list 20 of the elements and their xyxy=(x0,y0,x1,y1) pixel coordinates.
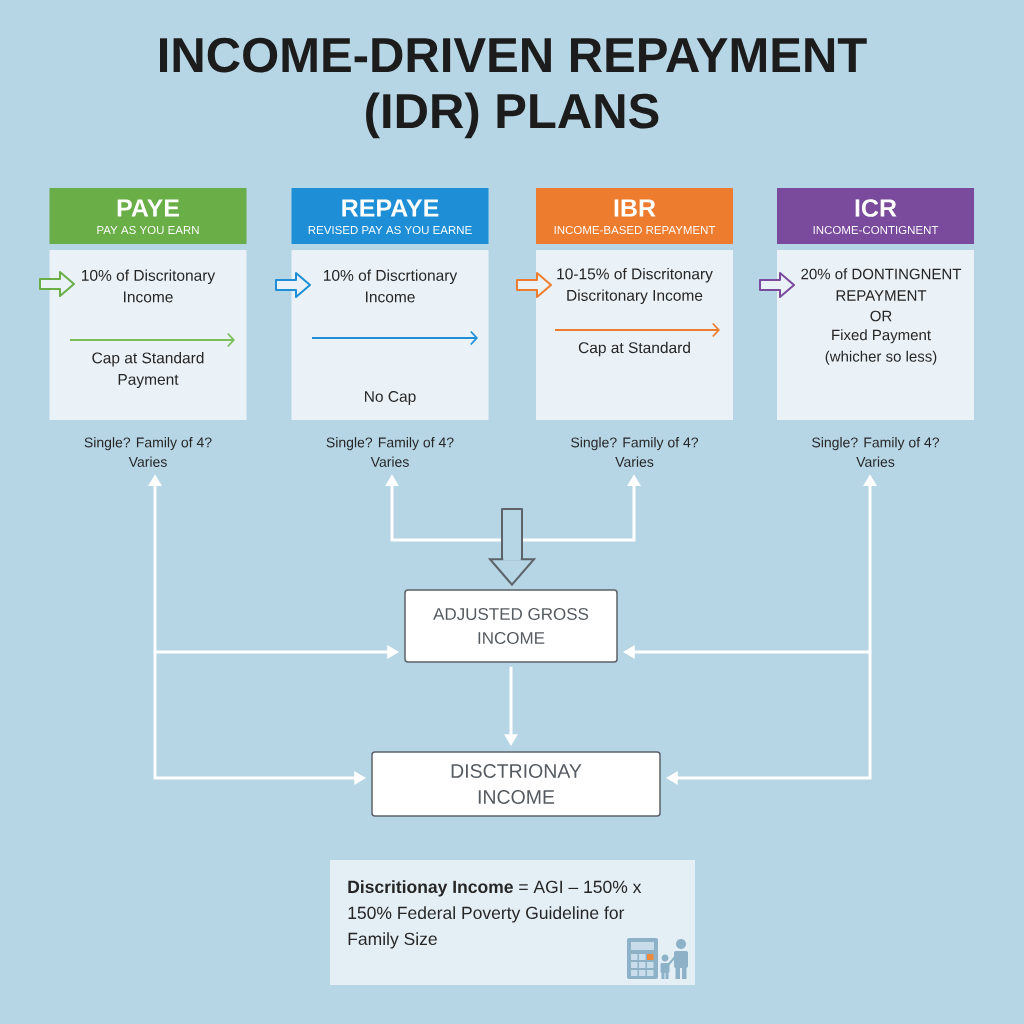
plan-header: REPAYE REVISED PAY AS YOU EARNE xyxy=(291,188,489,244)
plan-box: 10% of Discrtionary Income No Cap xyxy=(291,250,489,420)
plan-header: PAYE PAY AS YOU EARN xyxy=(49,188,247,244)
plan-box: 20% of DONTINGNENT REPAYMENT OR Fixed Payment (whicher so less) xyxy=(777,250,974,420)
note-text: Single? Family of 4? Varies xyxy=(326,437,454,467)
plan-header: ICR INCOME-CONTIGNENT xyxy=(777,188,974,244)
plan-box: 10-15% of Discritonary Discritonary Income Cap at Standard xyxy=(536,250,733,420)
plan-header: IBR INCOME-BASED REPAYMENT xyxy=(536,188,733,244)
formula-box: Discritionay Income = AGI – 150% x 150% Federal Poverty Guideline for Family Size xyxy=(330,860,695,985)
note-text: Single? Family of 4? Varies xyxy=(571,437,699,467)
plan-box: 10% of Discritonary Income Cap at Standard Payment xyxy=(49,250,247,420)
node-label: No Cap xyxy=(365,390,416,406)
node-label: Cap at Standard Payment xyxy=(92,352,204,388)
note-text: Single? Family of 4? Varies xyxy=(84,437,212,467)
node-label: 10% of Discrtionary Income xyxy=(323,269,458,303)
node-label: 10% of Discritonary Income xyxy=(81,269,216,303)
process-box: DISCTRIONAY INCOME xyxy=(371,751,661,817)
title: INCOME-DRIVEN REPAYMENT (IDR) PLANS xyxy=(160,37,867,139)
note-text: Single? Family of 4? Varies xyxy=(812,437,940,467)
process-box: ADJUSTED GROSS INCOME xyxy=(404,589,618,663)
